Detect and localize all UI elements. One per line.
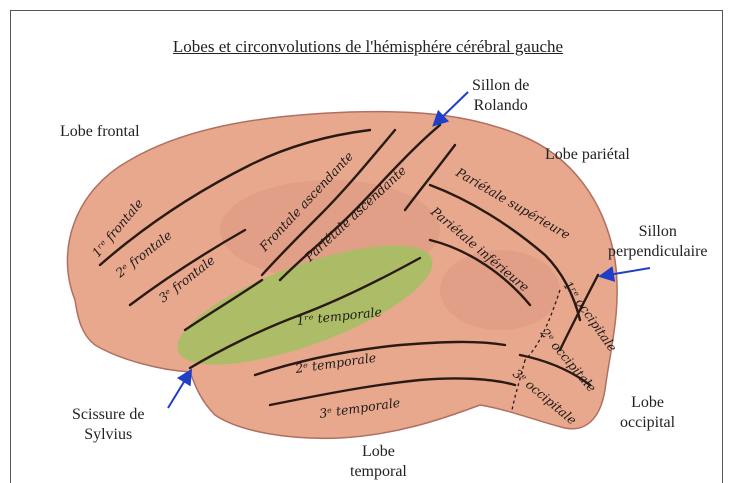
label-scissure-sylvius: Scissure de Sylvius — [72, 405, 144, 445]
label-lobe-frontal: Lobe frontal — [60, 122, 140, 142]
label-lobe-occipital: Lobe occipital — [620, 393, 675, 433]
label-scissure-line1: Scissure de — [72, 405, 144, 425]
label-sillon-rolando: Sillon de Rolando — [472, 76, 529, 116]
arrow-sylvius — [168, 372, 190, 408]
label-sillon-perp-line2: perpendiculaire — [608, 242, 708, 262]
label-lobe-parietal: Lobe pariétal — [545, 145, 630, 165]
label-lobe-temporal-line2: temporal — [350, 462, 407, 482]
label-sillon-rolando-line2: Rolando — [472, 96, 529, 116]
label-lobe-occipital-line1: Lobe — [620, 393, 675, 413]
label-scissure-line2: Sylvius — [72, 425, 144, 445]
label-sillon-perpendiculaire: Sillon perpendiculaire — [608, 222, 708, 262]
label-lobe-temporal: Lobe temporal — [350, 442, 407, 482]
label-sillon-perp-line1: Sillon — [608, 222, 708, 242]
label-sillon-rolando-line1: Sillon de — [472, 76, 529, 96]
label-lobe-occipital-line2: occipital — [620, 413, 675, 433]
label-lobe-temporal-line1: Lobe — [350, 442, 407, 462]
